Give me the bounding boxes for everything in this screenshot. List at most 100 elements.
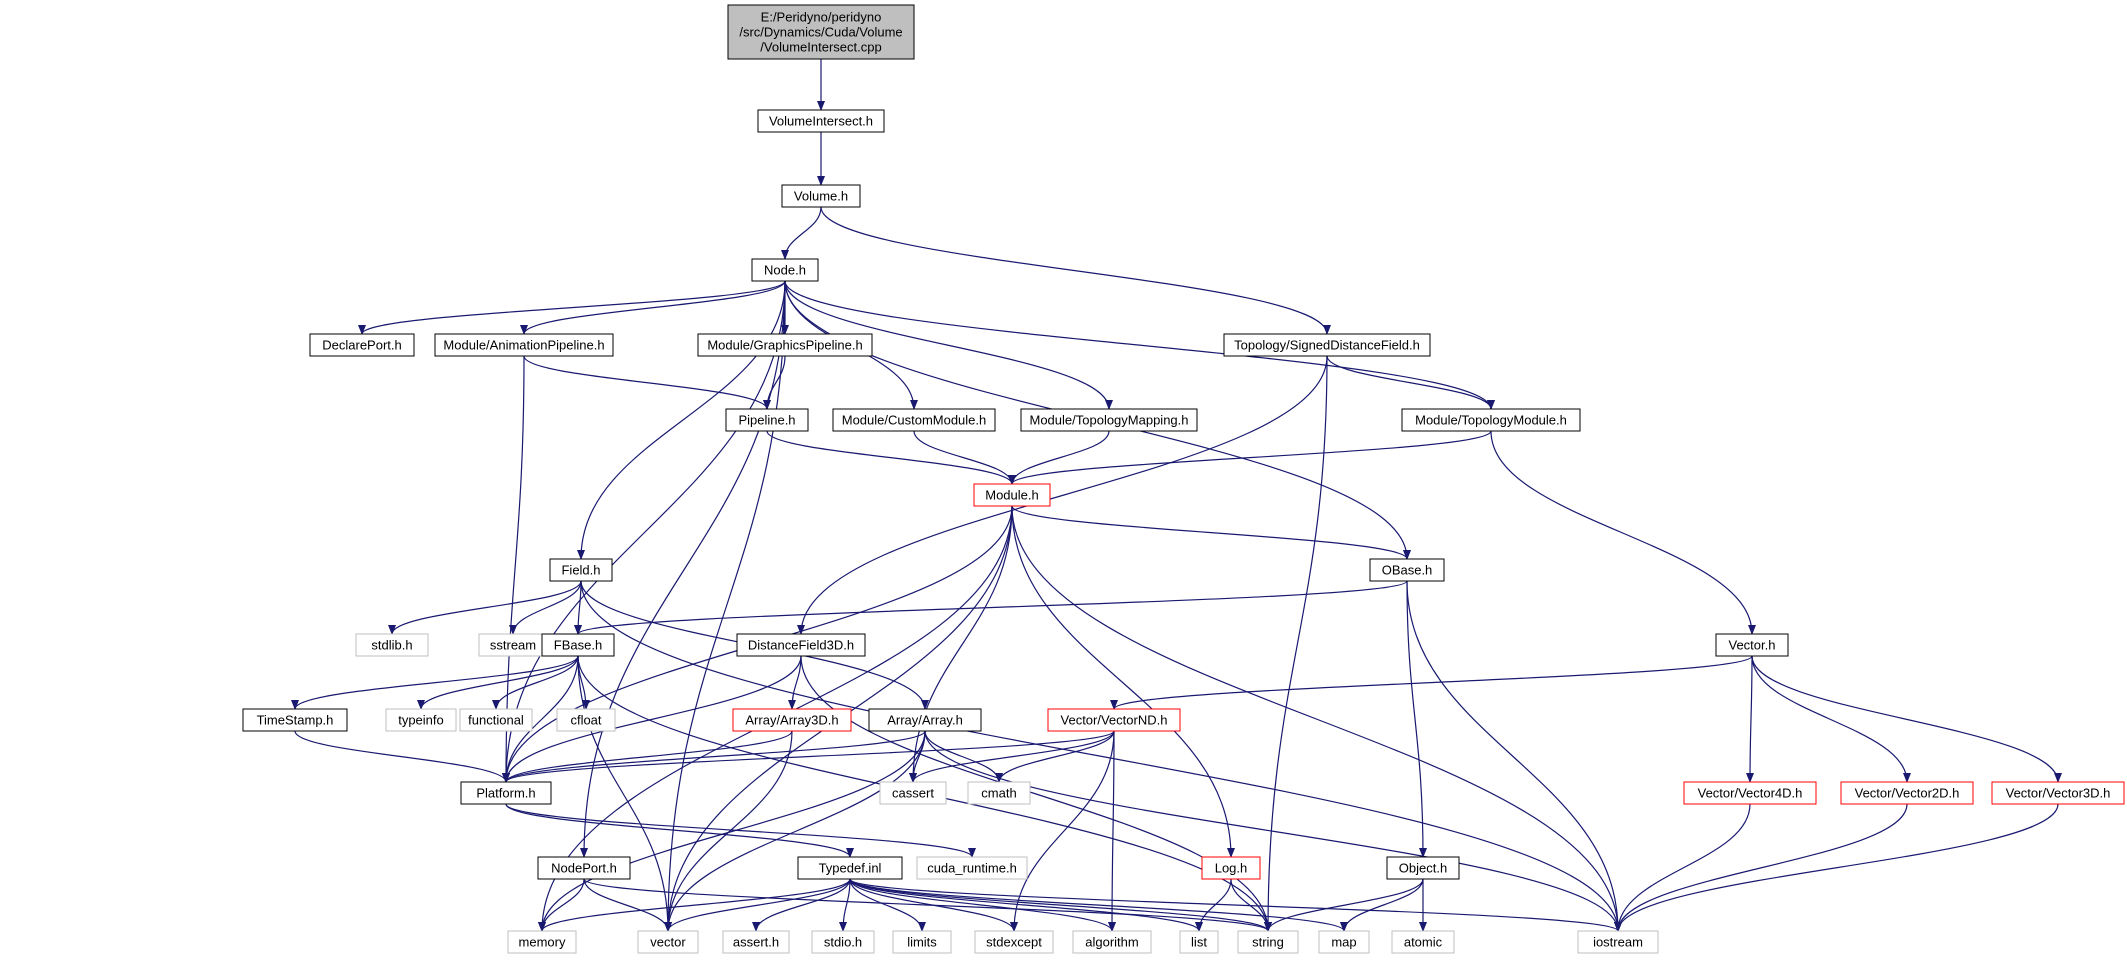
node-box <box>722 930 790 954</box>
node-label: stdexcept <box>986 935 1042 950</box>
node-label: Vector/Vector4D.h <box>1698 786 1803 801</box>
node-label: cassert <box>892 786 934 801</box>
node-label: stdio.h <box>824 935 862 950</box>
node-box <box>974 930 1054 954</box>
node-label: Vector/Vector2D.h <box>1855 786 1960 801</box>
edge-node_h-to-field_h <box>577 280 786 560</box>
edge-vector_h-to-vector2d_h <box>1751 655 1911 783</box>
node-topologymapping-h[interactable]: Module/TopologyMapping.h <box>1020 408 1198 432</box>
node-label: Node.h <box>764 263 806 278</box>
node-box <box>1840 781 1974 805</box>
node-node-h[interactable]: Node.h <box>751 258 819 282</box>
edge-array_h-to-iostream <box>924 730 1622 932</box>
node-label: algorithm <box>1085 935 1138 950</box>
node-sdf-h[interactable]: Topology/SignedDistanceField.h <box>1223 333 1431 357</box>
node-module-h[interactable]: Module.h <box>973 483 1051 507</box>
node-obase-h[interactable]: OBase.h <box>1369 558 1445 582</box>
node-stdexcept[interactable]: stdexcept <box>974 930 1054 954</box>
node-distancefield3d-h[interactable]: DistanceField3D.h <box>736 633 866 657</box>
node-custommodule-h[interactable]: Module/CustomModule.h <box>832 408 996 432</box>
edge-field_h-to-iostream <box>580 580 1622 932</box>
node-label: Volume.h <box>794 189 848 204</box>
edge-platform_h-to-cuda_runtime_h <box>505 803 976 858</box>
node-atomic[interactable]: atomic <box>1391 930 1455 954</box>
node-typeinfo[interactable]: typeinfo <box>385 708 457 732</box>
edge-module_h-to-iostream <box>1011 505 1622 932</box>
node-log-h[interactable]: Log.h <box>1201 856 1261 880</box>
node-box <box>916 856 1028 880</box>
edge-fbase_h-to-functional <box>492 655 579 710</box>
node-animationpipeline-h[interactable]: Module/AnimationPipeline.h <box>434 333 614 357</box>
node-assert-h[interactable]: assert.h <box>722 930 790 954</box>
node-vector-h[interactable]: Vector.h <box>1715 633 1789 657</box>
node-label: DeclarePort.h <box>322 338 401 353</box>
node-label: vector <box>650 935 686 950</box>
edge-timestamp_h-to-platform_h <box>294 730 510 783</box>
edge-obase_h-to-fbase_h <box>574 580 1408 635</box>
node-iostream[interactable]: iostream <box>1577 930 1659 954</box>
edge-typedef_inl-to-string <box>849 878 1272 932</box>
edge-graphicspipeline_h-to-pipeline_h <box>763 355 786 410</box>
edge-fbase_h-to-timestamp_h <box>291 655 579 710</box>
edge-vectornd_h-to-cassert <box>909 730 1115 783</box>
edge-fbase_h-to-typeinfo <box>417 655 579 710</box>
node-box <box>1991 781 2125 805</box>
edge-layer <box>291 59 2062 932</box>
edge-typedef_inl-to-stdio_h <box>839 878 851 932</box>
node-fbase-h[interactable]: FBase.h <box>541 633 615 657</box>
node-box <box>1318 930 1370 954</box>
node-label: iostream <box>1593 935 1643 950</box>
node-vector2d-h[interactable]: Vector/Vector2D.h <box>1840 781 1974 805</box>
edge-typedef_inl-to-limits <box>849 878 926 932</box>
node-cuda-runtime-h[interactable]: cuda_runtime.h <box>916 856 1028 880</box>
node-vector[interactable]: vector <box>637 930 699 954</box>
node-pipeline-h[interactable]: Pipeline.h <box>725 408 809 432</box>
node-label: Module/GraphicsPipeline.h <box>707 338 862 353</box>
node-box <box>736 633 866 657</box>
node-limits[interactable]: limits <box>892 930 952 954</box>
node-label: VolumeIntersect.h <box>769 114 873 129</box>
node-vector3d-h[interactable]: Vector/Vector3D.h <box>1991 781 2125 805</box>
node-array-h[interactable]: Array/Array.h <box>868 708 982 732</box>
node-root[interactable]: E:/Peridyno/peridyno/src/Dynamics/Cuda/V… <box>727 4 915 60</box>
node-object-h[interactable]: Object.h <box>1386 856 1460 880</box>
node-label: Module/TopologyModule.h <box>1415 413 1567 428</box>
node-volumeintersect-h[interactable]: VolumeIntersect.h <box>757 109 885 133</box>
node-algorithm[interactable]: algorithm <box>1072 930 1152 954</box>
edge-typedef_inl-to-list <box>849 878 1203 932</box>
edge-object_h-to-map <box>1340 878 1424 932</box>
node-declareport-h[interactable]: DeclarePort.h <box>309 333 415 357</box>
node-timestamp-h[interactable]: TimeStamp.h <box>242 708 348 732</box>
node-box <box>727 4 915 60</box>
node-label: Module/AnimationPipeline.h <box>443 338 604 353</box>
node-string[interactable]: string <box>1237 930 1299 954</box>
node-map[interactable]: map <box>1318 930 1370 954</box>
node-sstream[interactable]: sstream <box>478 633 548 657</box>
node-label: Module.h <box>985 488 1038 503</box>
node-topologymodule-h[interactable]: Module/TopologyModule.h <box>1401 408 1581 432</box>
node-list[interactable]: list <box>1179 930 1219 954</box>
node-volume-h[interactable]: Volume.h <box>781 184 861 208</box>
node-label: Module/TopologyMapping.h <box>1030 413 1189 428</box>
node-cassert[interactable]: cassert <box>879 781 947 805</box>
node-memory[interactable]: memory <box>507 930 577 954</box>
node-typedef-inl[interactable]: Typedef.inl <box>797 856 903 880</box>
node-cfloat[interactable]: cfloat <box>556 708 616 732</box>
node-nodeport-h[interactable]: NodePort.h <box>537 856 631 880</box>
node-vector4d-h[interactable]: Vector/Vector4D.h <box>1683 781 1817 805</box>
edge-vector2d_h-to-iostream <box>1614 803 1908 932</box>
node-functional[interactable]: functional <box>459 708 533 732</box>
node-box <box>355 633 429 657</box>
node-label: Vector/Vector3D.h <box>2006 786 2111 801</box>
node-label: Object.h <box>1399 861 1447 876</box>
node-vectornd-h[interactable]: Vector/VectorND.h <box>1047 708 1181 732</box>
node-field-h[interactable]: Field.h <box>549 558 613 582</box>
node-array3d-h[interactable]: Array/Array3D.h <box>732 708 852 732</box>
node-stdlib-h[interactable]: stdlib.h <box>355 633 429 657</box>
node-stdio-h[interactable]: stdio.h <box>811 930 875 954</box>
edge-nodeport_h-to-vector <box>583 878 672 932</box>
node-graphicspipeline-h[interactable]: Module/GraphicsPipeline.h <box>697 333 873 357</box>
node-platform-h[interactable]: Platform.h <box>460 781 552 805</box>
node-cmath[interactable]: cmath <box>967 781 1031 805</box>
node-box <box>757 109 885 133</box>
